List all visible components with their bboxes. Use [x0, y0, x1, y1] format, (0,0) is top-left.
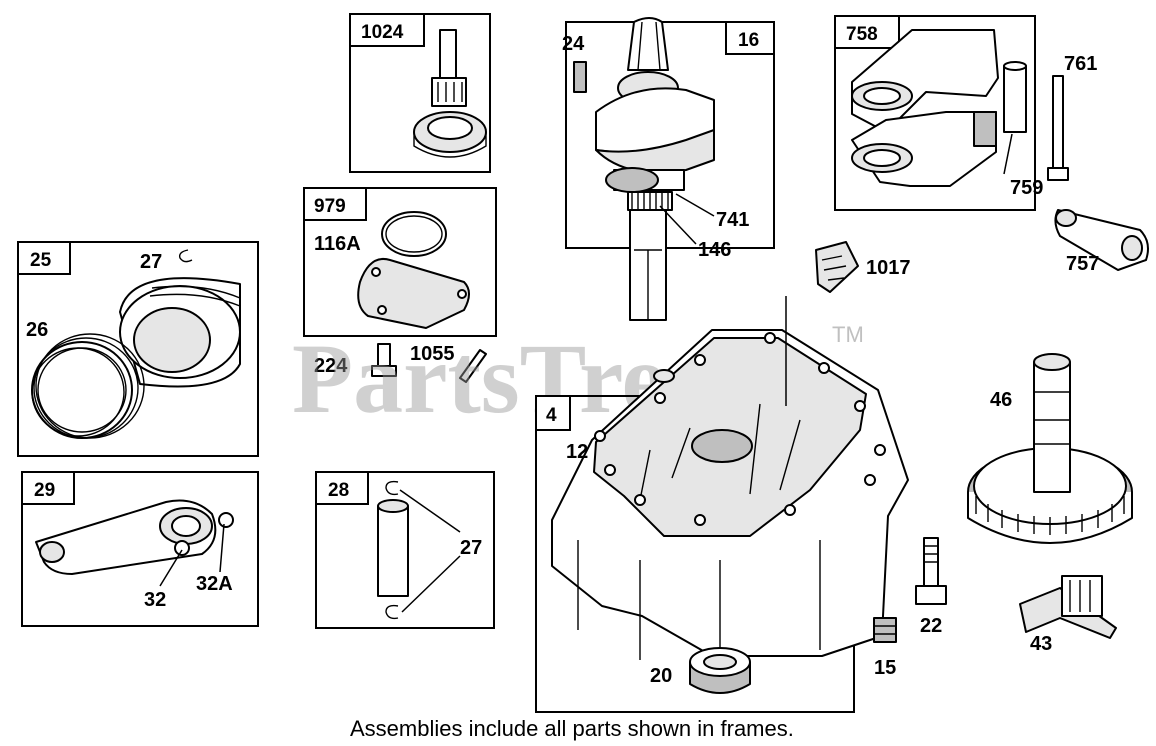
retaining-clip-part-28a[interactable] — [385, 480, 399, 496]
label-146: 146 — [698, 239, 731, 261]
oil-pump-gear-part[interactable] — [413, 29, 487, 158]
frame-label-979: 979 — [314, 196, 346, 217]
retaining-clip-part-25[interactable] — [178, 249, 193, 263]
oil-seal-part[interactable] — [689, 647, 751, 694]
label-759: 759 — [1010, 177, 1043, 199]
bolt-part[interactable] — [1047, 75, 1069, 181]
label-32A: 32A — [196, 573, 233, 595]
label-27b: 27 — [460, 537, 482, 559]
label-12: 12 — [566, 441, 588, 463]
label-757: 757 — [1066, 253, 1099, 275]
frame-28[interactable]: 28 27 — [315, 471, 495, 629]
label-26: 26 — [26, 319, 48, 341]
frame-label-29: 29 — [34, 480, 55, 501]
label-1017: 1017 — [866, 257, 911, 279]
cover-plate-part[interactable] — [357, 258, 470, 329]
frame-4[interactable]: 4 12 20 — [535, 329, 909, 713]
frame-label-25: 25 — [30, 250, 52, 271]
frame-16[interactable]: 16 — [565, 17, 775, 321]
label-24: 24 — [562, 33, 585, 55]
crankshaft-part[interactable] — [595, 17, 715, 321]
frame-979[interactable]: 979 116A — [303, 187, 497, 337]
frame-758[interactable]: 758 — [834, 15, 1036, 211]
label-15: 15 — [874, 657, 896, 679]
crankcase-cover-part[interactable] — [551, 329, 909, 670]
frame-label-28: 28 — [328, 480, 349, 501]
governor-part-43[interactable] — [1019, 575, 1117, 639]
label-20: 20 — [650, 665, 672, 687]
frame-label-16: 16 — [738, 30, 759, 51]
frame-label-1024: 1024 — [361, 22, 404, 43]
label-116A: 116A — [314, 233, 361, 255]
frame-1024[interactable]: 1024 — [349, 13, 491, 173]
gauge-part-1017[interactable] — [785, 241, 859, 406]
label-22: 22 — [920, 615, 942, 637]
retaining-clip-part-28b[interactable] — [385, 604, 399, 620]
piston-rings-part[interactable] — [31, 333, 145, 439]
gasket-ring-part[interactable] — [381, 211, 447, 257]
connecting-rod-part-29[interactable] — [35, 499, 234, 575]
label-761: 761 — [1064, 53, 1097, 75]
frame-label-4: 4 — [546, 405, 557, 426]
plug-part-15[interactable] — [873, 617, 897, 643]
pin-part-1055[interactable] — [459, 349, 487, 383]
frame-25[interactable]: 25 27 26 — [17, 241, 259, 457]
frame-29[interactable]: 29 32 32A — [21, 471, 259, 627]
label-741: 741 — [716, 209, 749, 231]
label-32: 32 — [144, 589, 166, 611]
label-224: 224 — [314, 355, 348, 377]
frame-label-758: 758 — [846, 24, 878, 45]
fitting-part-224[interactable] — [371, 343, 397, 377]
wrist-pin-part[interactable] — [377, 499, 409, 597]
cylinder-head-part[interactable] — [851, 29, 999, 187]
assemblies-note: Assemblies include all parts shown in fr… — [350, 716, 794, 741]
camshaft-gear-part[interactable] — [967, 353, 1133, 544]
label-43: 43 — [1030, 633, 1052, 655]
connecting-rod-part-757[interactable] — [1054, 209, 1149, 271]
label-1055: 1055 — [410, 343, 455, 365]
label-46: 46 — [990, 389, 1012, 411]
pin-part[interactable] — [1003, 61, 1027, 133]
label-27a: 27 — [140, 251, 162, 273]
bolt-part-22[interactable] — [915, 537, 947, 605]
key-part[interactable] — [573, 61, 587, 93]
piston-part[interactable] — [119, 277, 241, 388]
svg-text:TM: TM — [832, 322, 864, 347]
